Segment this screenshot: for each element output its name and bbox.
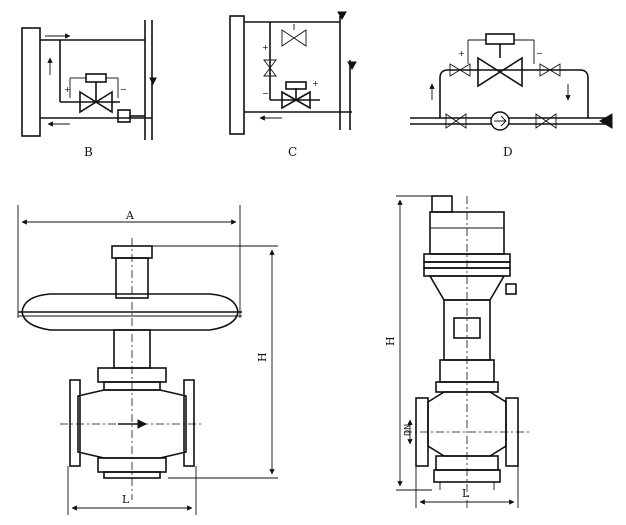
front-left-flange bbox=[69, 379, 81, 467]
schematic-b: + − B bbox=[21, 20, 157, 159]
inlet-arrow-d bbox=[599, 113, 613, 129]
label-b: B bbox=[84, 145, 93, 159]
heat-exchanger-b bbox=[117, 109, 131, 123]
side-spring-coupling bbox=[453, 317, 481, 339]
plus-sign-c: + bbox=[312, 79, 319, 88]
side-position-switch bbox=[505, 283, 517, 295]
dimension-l-label-front: L bbox=[122, 493, 130, 506]
level-mark-c-2 bbox=[347, 61, 357, 71]
actuator-d bbox=[485, 33, 515, 45]
label-c: C bbox=[288, 145, 297, 159]
front-right-flange bbox=[183, 379, 195, 467]
equipment-wall-b bbox=[21, 27, 41, 137]
side-bottom-cover bbox=[433, 469, 501, 483]
minus-sign-c: − bbox=[262, 89, 269, 98]
regulating-valve-c: − + + bbox=[262, 43, 319, 110]
plus-sign-d: + bbox=[458, 49, 465, 58]
plus-sign-b: + bbox=[64, 85, 71, 94]
top-valve-c bbox=[281, 24, 307, 47]
level-mark-c-1 bbox=[337, 11, 347, 21]
dimension-h-label-side: H bbox=[384, 336, 397, 346]
dimension-l-label-side: L bbox=[462, 487, 470, 500]
label-d: D bbox=[503, 145, 513, 159]
minus-sign-b: − bbox=[120, 85, 127, 94]
schematic-d: + − D bbox=[410, 33, 613, 159]
dimension-a-label: A bbox=[125, 209, 135, 222]
side-view: DN H L bbox=[384, 195, 530, 510]
front-valve-body bbox=[77, 389, 187, 459]
minus-sign-d: − bbox=[536, 49, 543, 58]
regulating-valve-d: + − bbox=[458, 33, 543, 88]
front-view: A H L bbox=[17, 205, 278, 515]
schematic-c: − + + C bbox=[229, 11, 357, 159]
actuator-b bbox=[85, 73, 107, 83]
dimension-dn-label: DN bbox=[403, 424, 412, 436]
regulating-valve-b: + − bbox=[64, 73, 127, 114]
actuator-c bbox=[285, 81, 307, 90]
dimension-h-label-front: H bbox=[256, 352, 269, 362]
equipment-wall-c bbox=[229, 15, 245, 135]
plus-sign-c-2: + bbox=[262, 43, 269, 52]
level-mark-b bbox=[149, 77, 157, 86]
